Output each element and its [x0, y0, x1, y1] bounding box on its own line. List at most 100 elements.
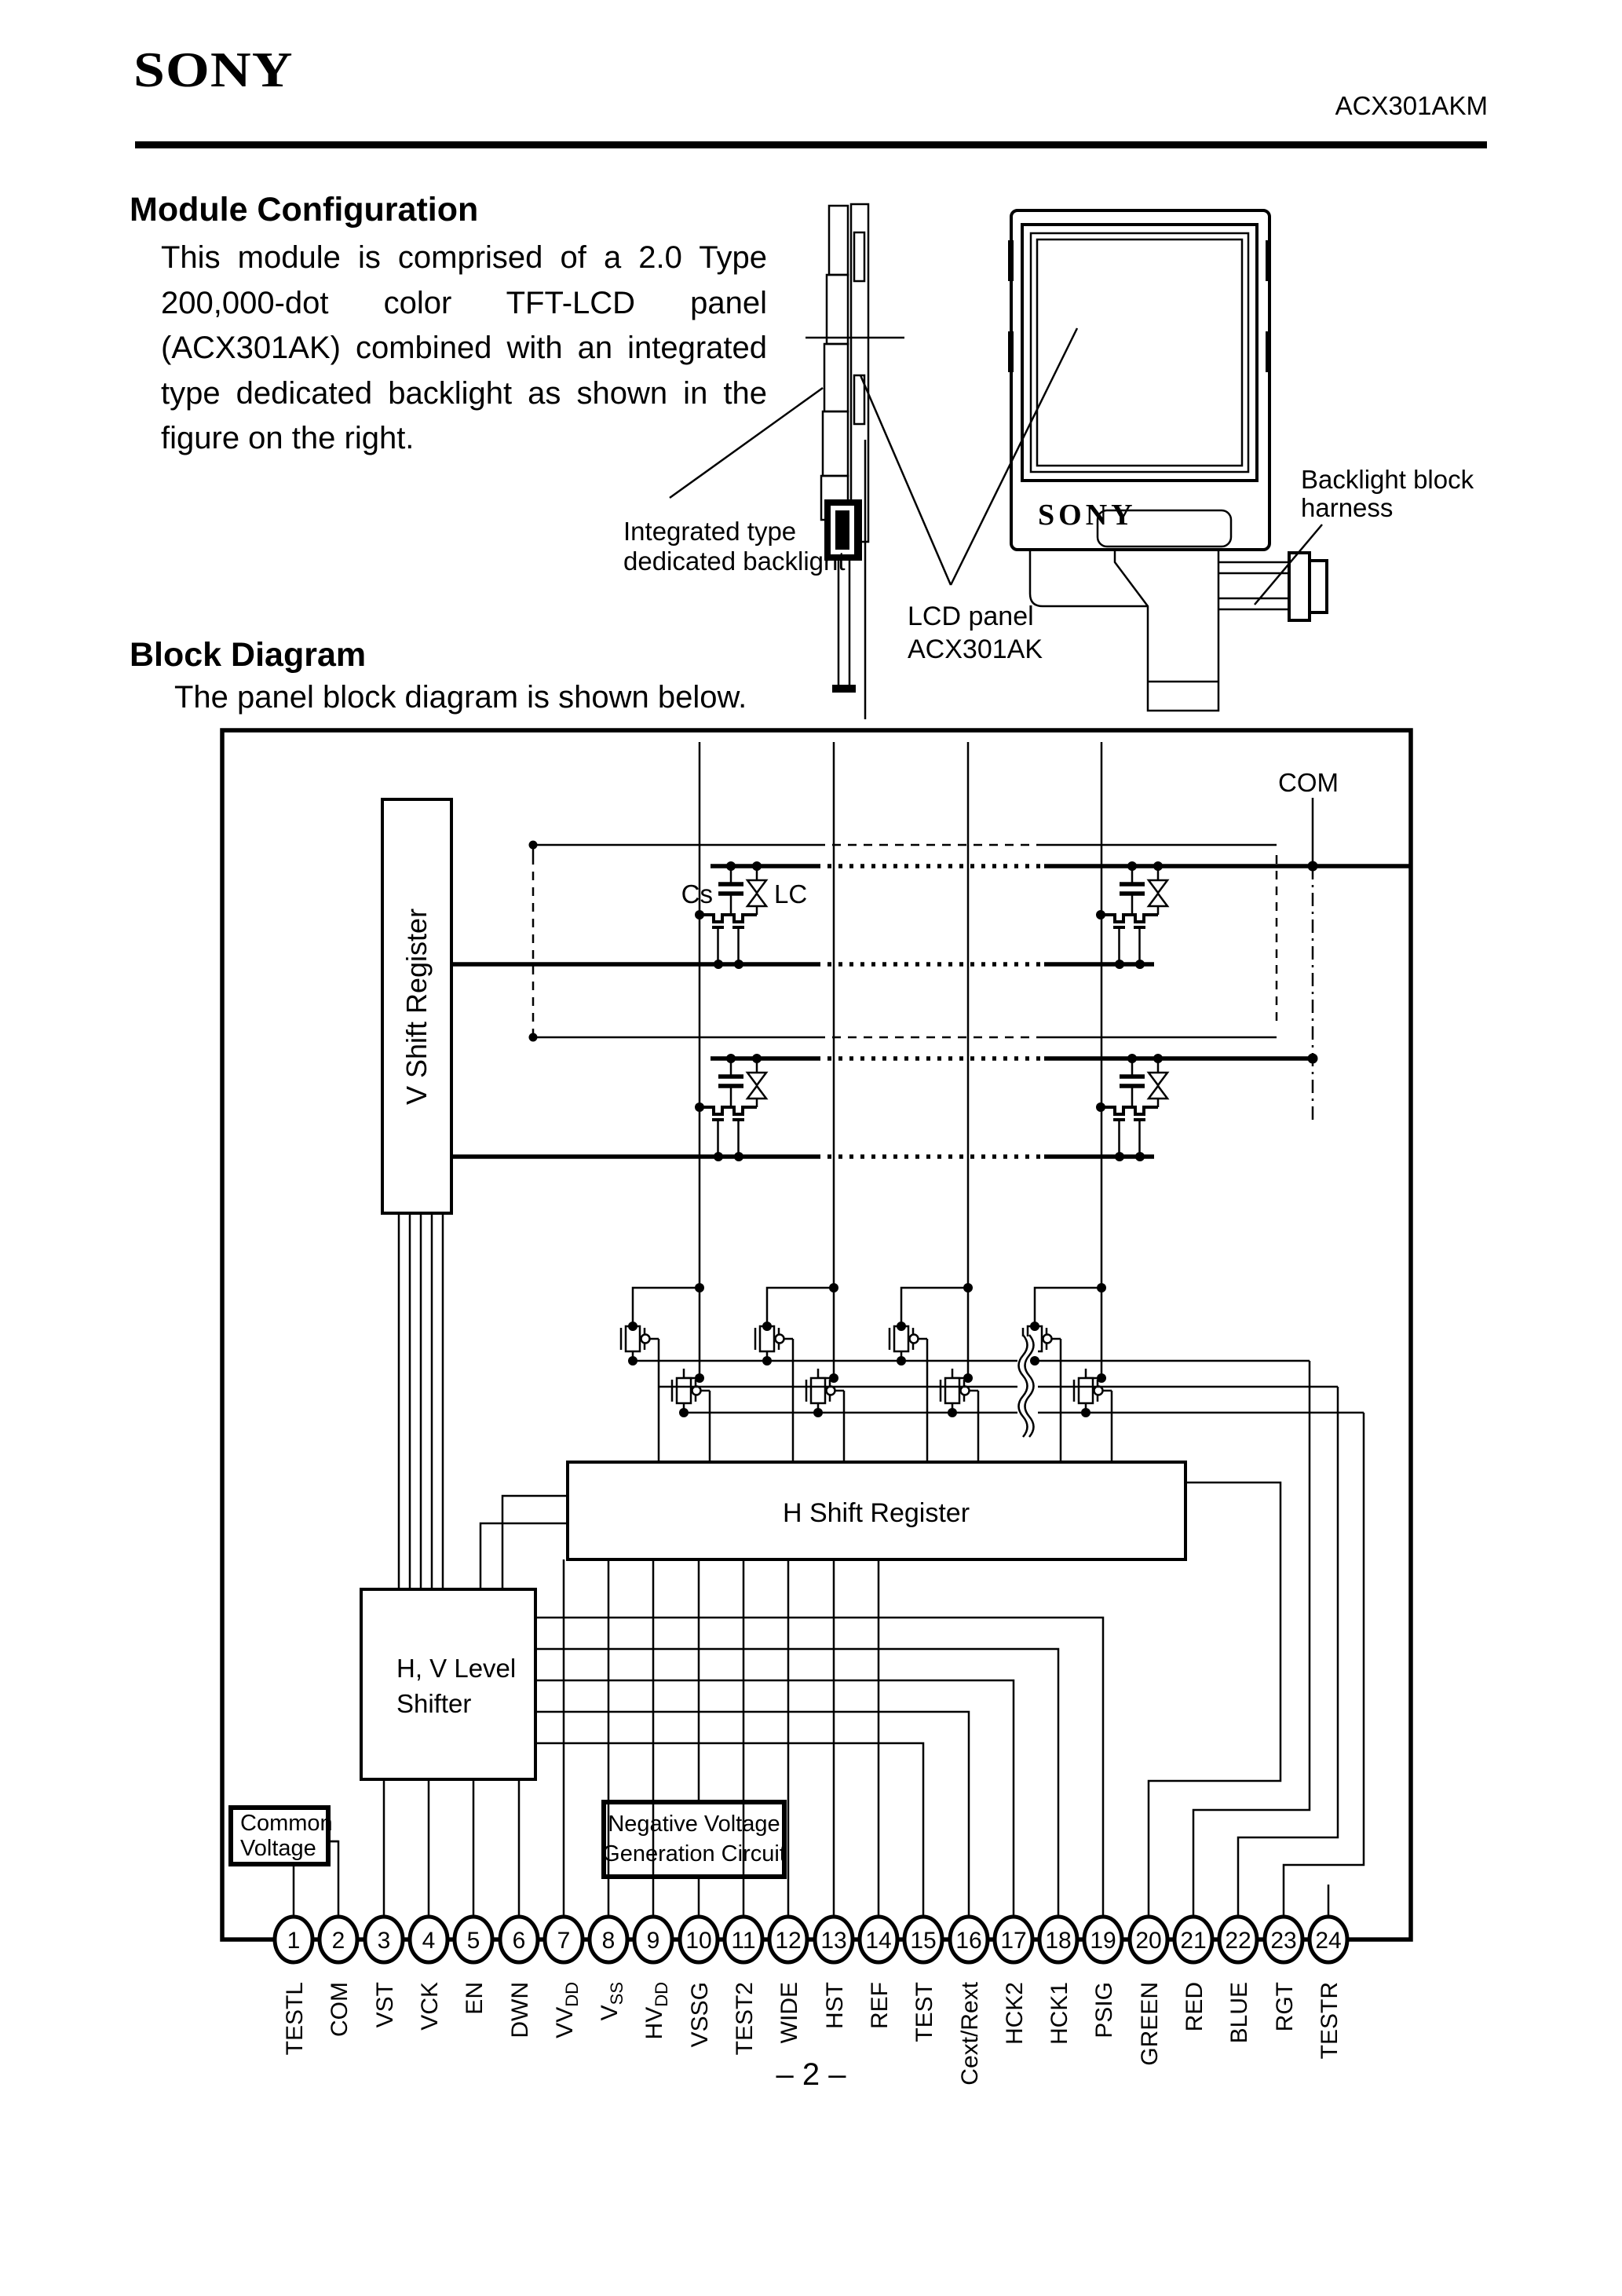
svg-text:TEST: TEST	[911, 1982, 937, 2042]
pin-17: 17 HCK2	[535, 1679, 1035, 2045]
header-rule	[135, 141, 1487, 148]
document-id: ACX301AKM	[1335, 91, 1488, 120]
svg-text:17: 17	[1000, 1928, 1026, 1954]
front-view-logo: SONY	[1038, 499, 1137, 532]
svg-text:HST: HST	[822, 1982, 848, 2029]
svg-text:11: 11	[731, 1928, 755, 1954]
svg-text:TEST2: TEST2	[732, 1982, 758, 2055]
svg-text:REF: REF	[867, 1982, 893, 2029]
figure-leader-lines	[669, 327, 1323, 605]
pin-13: 13 HST	[813, 1559, 855, 2029]
module-front-view: SONY	[1008, 209, 1328, 712]
junction-dots	[528, 840, 1318, 1417]
svg-text:6: 6	[513, 1928, 526, 1954]
pin-12: 12 WIDE	[767, 1559, 809, 2043]
pin-8: 8 VSS	[587, 1559, 630, 2020]
nvgc-label: Negative Voltage	[608, 1812, 780, 1837]
lc-label: LC	[774, 879, 807, 909]
svg-text:VCK: VCK	[417, 1982, 443, 2031]
pin-23: 23 RGT	[1262, 1413, 1365, 2031]
svg-text:1: 1	[287, 1928, 301, 1954]
page-number: – 2 –	[776, 2057, 846, 2092]
svg-text:GREEN: GREEN	[1137, 1982, 1163, 2066]
svg-text:VSS: VSS	[597, 1982, 627, 2020]
pin-19: 19 PSIG	[535, 1616, 1124, 2038]
svg-text:WIDE: WIDE	[776, 1982, 802, 2043]
svg-text:VST: VST	[372, 1982, 398, 2027]
svg-text:BLUE: BLUE	[1226, 1982, 1252, 2043]
v-shift-register-box	[381, 798, 453, 1215]
v-shift-register-label: V Shift Register	[400, 909, 433, 1105]
h-shift-register-label: H Shift Register	[783, 1498, 970, 1528]
common-voltage-label: Common	[240, 1811, 333, 1836]
svg-text:15: 15	[910, 1928, 936, 1954]
level-shifter-box	[360, 1588, 537, 1781]
svg-text:12: 12	[775, 1928, 801, 1954]
svg-text:24: 24	[1315, 1928, 1341, 1954]
label-integrated-backlight-2: dedicated backlight	[623, 547, 846, 576]
svg-text:4: 4	[422, 1928, 436, 1954]
module-side-view	[806, 203, 904, 719]
svg-text:23: 23	[1270, 1928, 1296, 1954]
sony-logo: SONY	[133, 42, 294, 97]
common-voltage-label-2: Voltage	[240, 1836, 316, 1861]
svg-text:5: 5	[467, 1928, 480, 1954]
svg-text:COM: COM	[327, 1982, 353, 2037]
pin-15: 15 TEST	[535, 1742, 944, 2042]
svg-text:14: 14	[865, 1928, 891, 1954]
svg-text:RGT: RGT	[1272, 1982, 1298, 2031]
pin-10: 10 VSSG	[678, 1877, 720, 2047]
pixel-row-2	[451, 1036, 1313, 1159]
svg-text:HVDD: HVDD	[641, 1982, 671, 2039]
pin-16: 16 Cext/Rext	[535, 1710, 990, 2086]
label-lcd-panel: LCD panel	[908, 601, 1034, 631]
svg-text:21: 21	[1180, 1928, 1206, 1954]
svg-text:19: 19	[1090, 1928, 1116, 1954]
svg-text:7: 7	[557, 1928, 571, 1954]
pin-11: 11 TEST2	[722, 1559, 765, 2055]
block-diagram: COM Cs LC	[220, 728, 1413, 2086]
svg-text:3: 3	[378, 1928, 391, 1954]
svg-text:8: 8	[602, 1928, 616, 1954]
pin-6: 6 DWN	[498, 1779, 540, 2038]
svg-text:18: 18	[1045, 1928, 1071, 1954]
block-diagram-subtitle: The panel block diagram is shown below.	[174, 680, 747, 715]
pin-1: 1 TESTL	[272, 1864, 315, 2055]
pin-9: 9 HVDD	[632, 1559, 674, 2039]
label-integrated-backlight: Integrated type	[623, 517, 796, 546]
common-voltage-box	[228, 1805, 331, 1866]
pin-22: 22 BLUE	[1217, 1387, 1339, 2043]
com-label: COM	[1278, 768, 1339, 797]
svg-text:TESTL: TESTL	[282, 1982, 308, 2055]
pin-20: 20 GREEN	[1127, 1481, 1282, 2066]
svg-text:DWN: DWN	[507, 1982, 533, 2038]
pin-14: 14 REF	[857, 1559, 900, 2029]
svg-text:22: 22	[1225, 1928, 1251, 1954]
svg-text:10: 10	[685, 1928, 711, 1954]
module-configuration-body: This module is comprised of a 2.0 Type 2…	[161, 240, 767, 455]
svg-text:PSIG: PSIG	[1091, 1982, 1117, 2038]
label-backlight-harness-2: harness	[1301, 493, 1393, 522]
pin-4: 4 VCK	[407, 1779, 450, 2031]
pin-3: 3 VST	[363, 1779, 405, 2027]
block-diagram-heading: Block Diagram	[130, 636, 367, 674]
module-configuration-heading: Module Configuration	[130, 191, 479, 229]
sampling-switch-network	[619, 1286, 1364, 1462]
svg-text:VVDD: VVDD	[552, 1982, 582, 2038]
svg-text:9: 9	[647, 1928, 660, 1954]
svg-text:RED: RED	[1182, 1982, 1207, 2031]
pin-5: 5 EN	[452, 1779, 495, 2015]
svg-text:HCK1: HCK1	[1047, 1982, 1072, 2045]
cs-label: Cs	[681, 879, 713, 909]
svg-text:Cext/Rext: Cext/Rext	[957, 1981, 983, 2085]
level-shifter-label-2: Shifter	[396, 1689, 471, 1718]
pin-24: 24 TESTR	[1307, 1885, 1350, 2059]
svg-text:20: 20	[1135, 1928, 1161, 1954]
svg-text:TESTR: TESTR	[1317, 1982, 1343, 2059]
level-shifter-label: H, V Level	[396, 1654, 516, 1683]
svg-text:13: 13	[820, 1928, 846, 1954]
svg-text:VSSG: VSSG	[687, 1982, 713, 2047]
nvgc-label-2: Generation Circuit	[602, 1841, 786, 1866]
